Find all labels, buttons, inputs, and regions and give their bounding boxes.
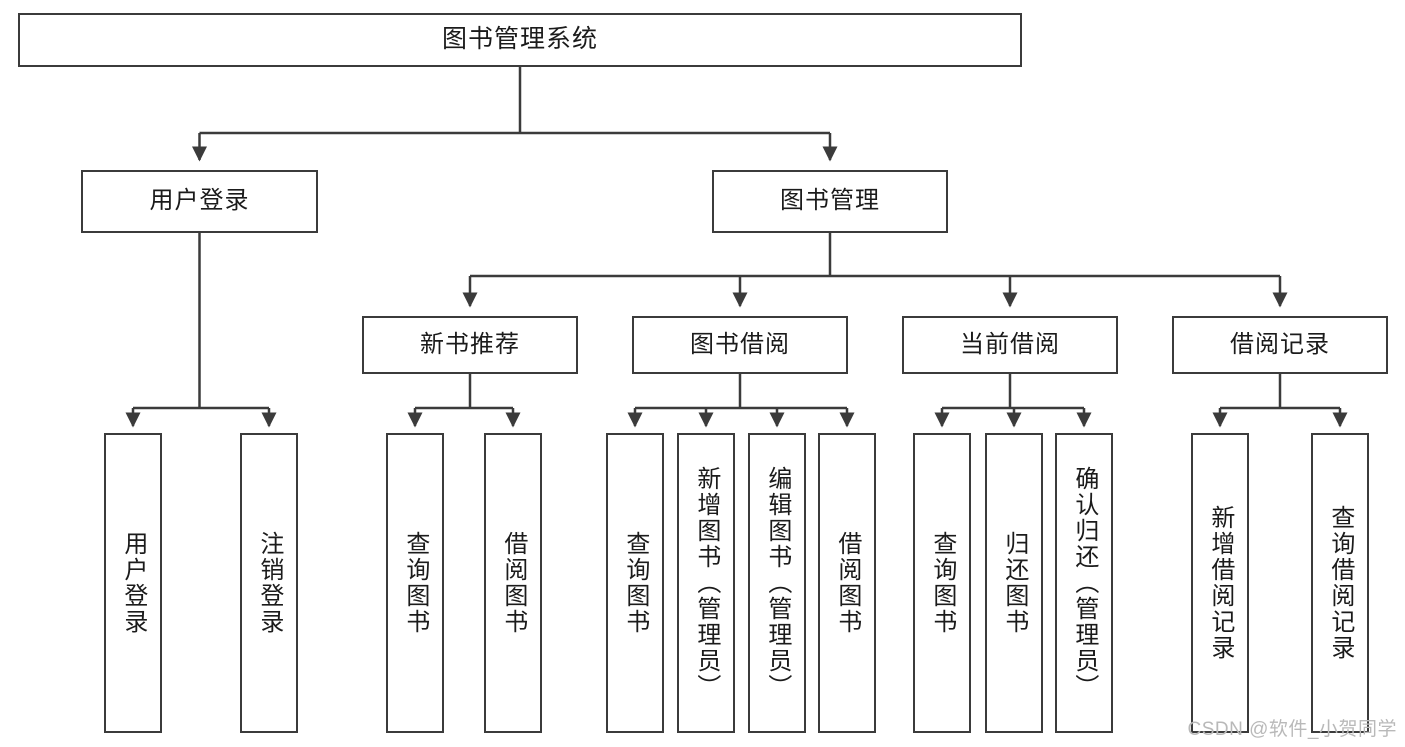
node-book-management-label: 图书管理 <box>780 187 880 215</box>
leaf-return-book-label: 归还图书 <box>1000 531 1028 635</box>
leaf-borrow-book-1[interactable]: 借阅图书 <box>484 433 542 733</box>
node-current-borrow-label: 当前借阅 <box>960 330 1060 358</box>
leaf-add-borrow-record-label: 新增借阅记录 <box>1206 505 1234 661</box>
leaf-borrow-book-2[interactable]: 借阅图书 <box>818 433 876 733</box>
node-root-label: 图书管理系统 <box>441 25 598 54</box>
leaf-confirm-return-admin[interactable]: 确认归还（管理员） <box>1055 433 1113 733</box>
leaf-user-login[interactable]: 用户登录 <box>104 433 162 733</box>
leaf-borrow-book-2-label: 借阅图书 <box>833 531 861 635</box>
leaf-edit-book-admin-label: 编辑图书（管理员） <box>763 466 791 700</box>
leaf-borrow-book-1-label: 借阅图书 <box>499 531 527 635</box>
node-user-login-label: 用户登录 <box>149 187 250 215</box>
leaf-query-book-1[interactable]: 查询图书 <box>386 433 444 733</box>
node-current-borrow[interactable]: 当前借阅 <box>902 316 1118 374</box>
leaf-user-login-label: 用户登录 <box>119 531 147 635</box>
leaf-return-book[interactable]: 归还图书 <box>985 433 1043 733</box>
leaf-query-book-1-label: 查询图书 <box>401 531 429 635</box>
leaf-add-borrow-record[interactable]: 新增借阅记录 <box>1191 433 1249 733</box>
leaf-confirm-return-admin-label: 确认归还（管理员） <box>1070 466 1098 700</box>
node-new-book-recommend-label: 新书推荐 <box>420 330 520 358</box>
node-new-book-recommend[interactable]: 新书推荐 <box>362 316 578 374</box>
leaf-query-book-2-label: 查询图书 <box>621 531 649 635</box>
leaf-query-borrow-record-label: 查询借阅记录 <box>1326 505 1354 661</box>
node-root[interactable]: 图书管理系统 <box>18 13 1022 67</box>
leaf-query-borrow-record[interactable]: 查询借阅记录 <box>1311 433 1369 733</box>
leaf-query-book-3-label: 查询图书 <box>928 531 956 635</box>
csdn-watermark: CSDN @软件_小贺同学 <box>1187 719 1397 740</box>
leaf-edit-book-admin[interactable]: 编辑图书（管理员） <box>748 433 806 733</box>
node-book-borrow-label: 图书借阅 <box>690 330 790 358</box>
leaf-add-book-admin-label: 新增图书（管理员） <box>692 466 720 700</box>
node-book-borrow[interactable]: 图书借阅 <box>632 316 848 374</box>
node-book-management[interactable]: 图书管理 <box>712 170 948 233</box>
leaf-query-book-3[interactable]: 查询图书 <box>913 433 971 733</box>
leaf-add-book-admin[interactable]: 新增图书（管理员） <box>677 433 735 733</box>
node-user-login[interactable]: 用户登录 <box>81 170 318 233</box>
node-borrow-record[interactable]: 借阅记录 <box>1172 316 1388 374</box>
leaf-query-book-2[interactable]: 查询图书 <box>606 433 664 733</box>
leaf-logout[interactable]: 注销登录 <box>240 433 298 733</box>
leaf-logout-label: 注销登录 <box>255 531 283 635</box>
node-borrow-record-label: 借阅记录 <box>1230 330 1330 358</box>
